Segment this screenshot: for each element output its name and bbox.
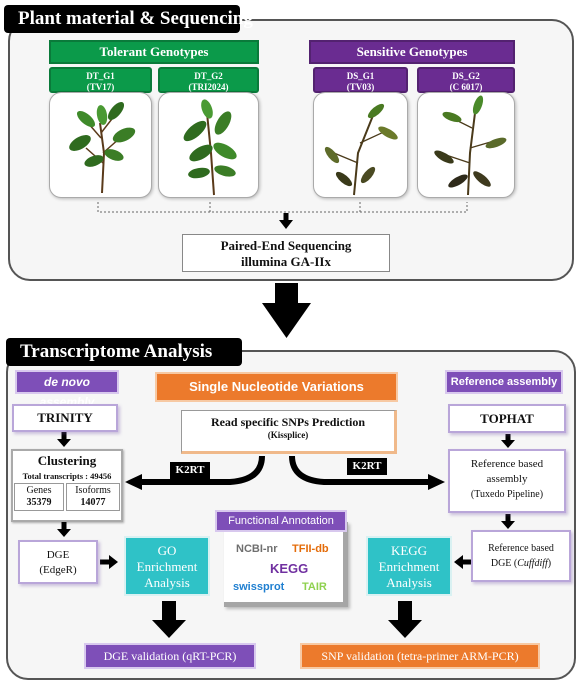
plant-photo-dt-g2 bbox=[158, 92, 259, 198]
kegg-db: KEGG bbox=[270, 561, 309, 576]
functional-annotation-panel bbox=[224, 522, 348, 607]
dt-g1-name: DT_G1 bbox=[86, 71, 115, 81]
reference-dge-box: Reference based DGE (Cuffdiff) bbox=[471, 530, 571, 582]
dt-g1-label: DT_G1 (TV17) bbox=[49, 67, 152, 93]
genes-value: 35379 bbox=[26, 497, 52, 508]
isoforms-cell: Isoforms 14077 bbox=[66, 483, 120, 511]
plant-photo-ds-g2 bbox=[417, 92, 515, 198]
snp-pred-line1: Read specific SNPs Prediction bbox=[210, 415, 366, 429]
tfii-db: TFII-db bbox=[292, 543, 329, 555]
isoforms-label: Isoforms bbox=[75, 485, 111, 496]
tair-db: TAIR bbox=[302, 581, 327, 593]
transcriptome-title: Transcriptome Analysis bbox=[6, 338, 242, 366]
k2rt-right-label: K2RT bbox=[347, 458, 387, 475]
dt-g1-sub: (TV17) bbox=[86, 82, 115, 92]
swissprot-db: swissprot bbox=[233, 581, 285, 593]
ref-dge-suffix: ) bbox=[547, 558, 552, 569]
kegg-line1: KEGG bbox=[390, 543, 428, 558]
go-line1: GO bbox=[157, 543, 177, 558]
total-transcripts: Total transcripts : 49456 bbox=[22, 471, 112, 481]
dt-g2-label: DT_G2 (TRI2024) bbox=[158, 67, 259, 93]
sensitive-genotypes-label: Sensitive Genotypes bbox=[309, 40, 515, 64]
ref-assembly-line1: Reference based bbox=[470, 458, 544, 470]
dge-edger-box: DGE (EdgeR) bbox=[18, 540, 98, 584]
ds-g1-label: DS_G1 (TV03) bbox=[313, 67, 408, 93]
trinity-box: TRINITY bbox=[12, 404, 118, 432]
ds-g2-label: DS_G2 (C 6017) bbox=[417, 67, 515, 93]
genes-cell: Genes 35379 bbox=[14, 483, 64, 511]
dge-line2: (EdgeR) bbox=[39, 564, 77, 576]
dt-g2-name: DT_G2 bbox=[194, 71, 223, 81]
plant-photo-dt-g1 bbox=[49, 92, 152, 198]
ds-g1-name: DS_G1 bbox=[346, 71, 375, 81]
sequencing-line1: Paired-End Sequencing bbox=[220, 238, 352, 253]
ref-assembly-line3: (Tuxedo Pipeline) bbox=[470, 489, 544, 500]
clustering-box: Clustering Total transcripts : 49456 Gen… bbox=[11, 449, 123, 522]
kegg-enrichment-box: KEGG Enrichment Analysis bbox=[366, 536, 452, 596]
sequencing-line2: illumina GA-IIx bbox=[241, 254, 331, 269]
reference-assembly-label: Reference assembly bbox=[445, 370, 563, 394]
k2rt-left-label: K2RT bbox=[170, 462, 210, 479]
dge-line1: DGE bbox=[46, 549, 70, 561]
go-line2: Enrichment bbox=[136, 559, 198, 574]
ref-dge-prefix: DGE ( bbox=[490, 558, 518, 569]
ncbi-db: NCBI-nr bbox=[236, 543, 278, 555]
denovo-assembly-label: de novo assembly bbox=[15, 370, 119, 409]
ds-g1-sub: (TV03) bbox=[346, 82, 375, 92]
sensitive-plant-icon bbox=[324, 103, 398, 196]
ds-g2-sub: (C 6017) bbox=[449, 82, 483, 92]
snp-pred-line2: (Kissplice) bbox=[267, 430, 309, 440]
snv-label: Single Nucleotide Variations bbox=[155, 372, 398, 402]
clustering-title: Clustering bbox=[37, 453, 97, 468]
dge-validation-label: DGE validation (qRT-PCR) bbox=[84, 643, 256, 669]
go-enrichment-box: GO Enrichment Analysis bbox=[124, 536, 210, 596]
genes-label: Genes bbox=[26, 485, 52, 496]
genes-isoforms-row: Genes 35379 Isoforms 14077 bbox=[13, 483, 121, 511]
kegg-line3: Analysis bbox=[386, 575, 432, 590]
plant-photo-ds-g1 bbox=[313, 92, 408, 198]
isoforms-value: 14077 bbox=[80, 497, 106, 508]
ref-assembly-line2: assembly bbox=[486, 473, 528, 485]
tolerant-plant-icon bbox=[183, 99, 237, 196]
tophat-box: TOPHAT bbox=[448, 404, 566, 433]
plant-sequencing-title: Plant material & Sequencing bbox=[4, 5, 253, 33]
tolerant-genotypes-label: Tolerant Genotypes bbox=[49, 40, 259, 64]
ref-dge-cuffdiff: Cuffdiff bbox=[517, 558, 548, 569]
dt-g2-sub: (TRI2024) bbox=[188, 82, 229, 92]
sequencing-box: Paired-End Sequencing illumina GA-IIx bbox=[182, 234, 390, 272]
snp-validation-label: SNP validation (tetra-primer ARM-PCR) bbox=[300, 643, 540, 669]
sensitive-plant-icon bbox=[434, 95, 507, 196]
reference-assembly-box: Reference based assembly (Tuxedo Pipelin… bbox=[448, 449, 566, 513]
tolerant-plant-icon bbox=[69, 101, 136, 194]
go-line3: Analysis bbox=[144, 575, 190, 590]
ds-g2-name: DS_G2 bbox=[452, 71, 480, 81]
snp-prediction-box: Read specific SNPs Prediction (Kissplice… bbox=[181, 410, 397, 454]
kegg-line2: Enrichment bbox=[378, 559, 440, 574]
functional-annotation-label: Functional Annotation bbox=[215, 510, 347, 532]
ref-dge-line1: Reference based bbox=[488, 543, 554, 554]
ref-dge-line2: DGE (Cuffdiff) bbox=[473, 556, 569, 571]
